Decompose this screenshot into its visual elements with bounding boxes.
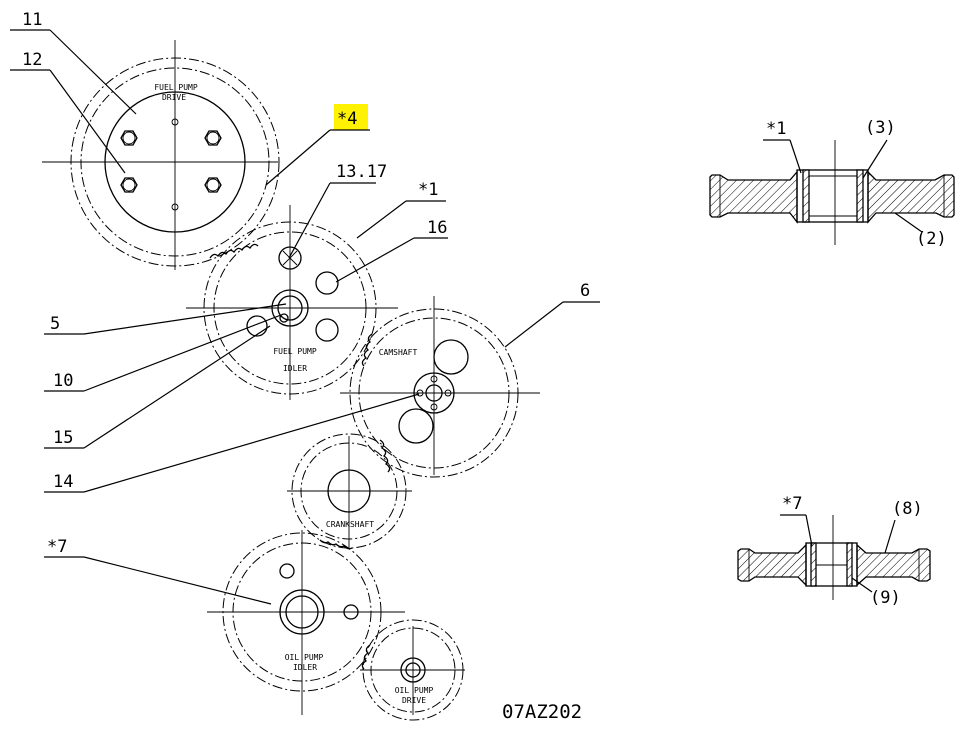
svg-text:(2): (2) <box>916 229 947 249</box>
gear-label: DRIVE <box>402 696 426 705</box>
section-callout-9: (9) <box>851 577 901 608</box>
gear-label: IDLER <box>293 663 317 672</box>
gear-teeth <box>361 644 371 670</box>
svg-text:5: 5 <box>50 314 60 334</box>
gear-teeth <box>319 539 353 550</box>
svg-text:*1: *1 <box>766 119 786 139</box>
highlight-box <box>334 104 368 130</box>
oil-pump-drive-gear: OIL PUMP DRIVE <box>360 619 465 721</box>
hex-bolt-icon <box>204 130 222 146</box>
fuel-pump-idler-gear: FUEL PUMP IDLER <box>186 205 398 400</box>
hex-bolt-icon <box>120 177 138 193</box>
callout-13-17: 13.17 <box>288 162 387 259</box>
svg-text:10: 10 <box>53 371 73 391</box>
section-view-part-1 <box>709 140 955 245</box>
svg-text:13.17: 13.17 <box>336 162 387 182</box>
svg-text:11: 11 <box>22 10 42 30</box>
callout-10: 10 <box>44 314 282 392</box>
svg-text:(3): (3) <box>865 118 896 138</box>
gear-label: FUEL PUMP <box>154 83 198 92</box>
section-callout-1: *1 <box>763 119 802 174</box>
callout-5: 5 <box>44 303 287 335</box>
svg-text:15: 15 <box>53 428 73 448</box>
svg-text:14: 14 <box>53 472 73 492</box>
crankshaft-gear: CRANKSHAFT <box>287 433 412 549</box>
callout-12: 12 <box>10 50 126 174</box>
svg-text:*7: *7 <box>782 494 802 514</box>
svg-text:16: 16 <box>427 218 447 238</box>
drawing-code: 07AZ202 <box>502 701 582 723</box>
gear-label: IDLER <box>283 364 307 373</box>
camshaft-gear: CAMSHAFT <box>340 296 540 478</box>
gear-label: OIL PUMP <box>395 686 434 695</box>
svg-text:*4: *4 <box>337 109 357 129</box>
section-callout-3: (3) <box>862 118 896 179</box>
gear-label: DRIVE <box>162 93 186 102</box>
svg-text:12: 12 <box>22 50 42 70</box>
gear-teeth <box>209 243 259 259</box>
gear-label: CRANKSHAFT <box>326 520 374 529</box>
section-view-part-7 <box>737 515 931 600</box>
hex-bolt-icon <box>204 177 222 193</box>
svg-text:(9): (9) <box>870 588 901 608</box>
hex-bolt-icon <box>120 130 138 146</box>
callout-1: *1 <box>356 180 446 239</box>
callout-11: 11 <box>10 10 137 115</box>
fuel-pump-drive-gear: FUEL PUMP DRIVE <box>42 40 280 270</box>
callout-16: 16 <box>335 218 448 283</box>
svg-text:(8): (8) <box>892 499 923 519</box>
gear-label: FUEL PUMP <box>273 347 317 356</box>
section-callout-2: (2) <box>894 212 947 249</box>
svg-text:*1: *1 <box>418 180 438 200</box>
oil-pump-idler-gear: OIL PUMP IDLER <box>207 530 405 715</box>
gear-teeth <box>379 439 391 473</box>
callout-4-highlighted: *4 <box>265 104 370 186</box>
section-callout-7: *7 <box>780 494 813 547</box>
section-callout-8: (8) <box>884 499 923 554</box>
svg-text:6: 6 <box>580 281 590 301</box>
callout-15: 15 <box>44 325 271 449</box>
gear-label: OIL PUMP <box>285 653 324 662</box>
callout-7: *7 <box>44 537 272 605</box>
svg-text:*7: *7 <box>47 537 67 557</box>
callout-14: 14 <box>44 393 420 493</box>
gear-label: CAMSHAFT <box>379 348 418 357</box>
callout-6: 6 <box>504 281 600 348</box>
